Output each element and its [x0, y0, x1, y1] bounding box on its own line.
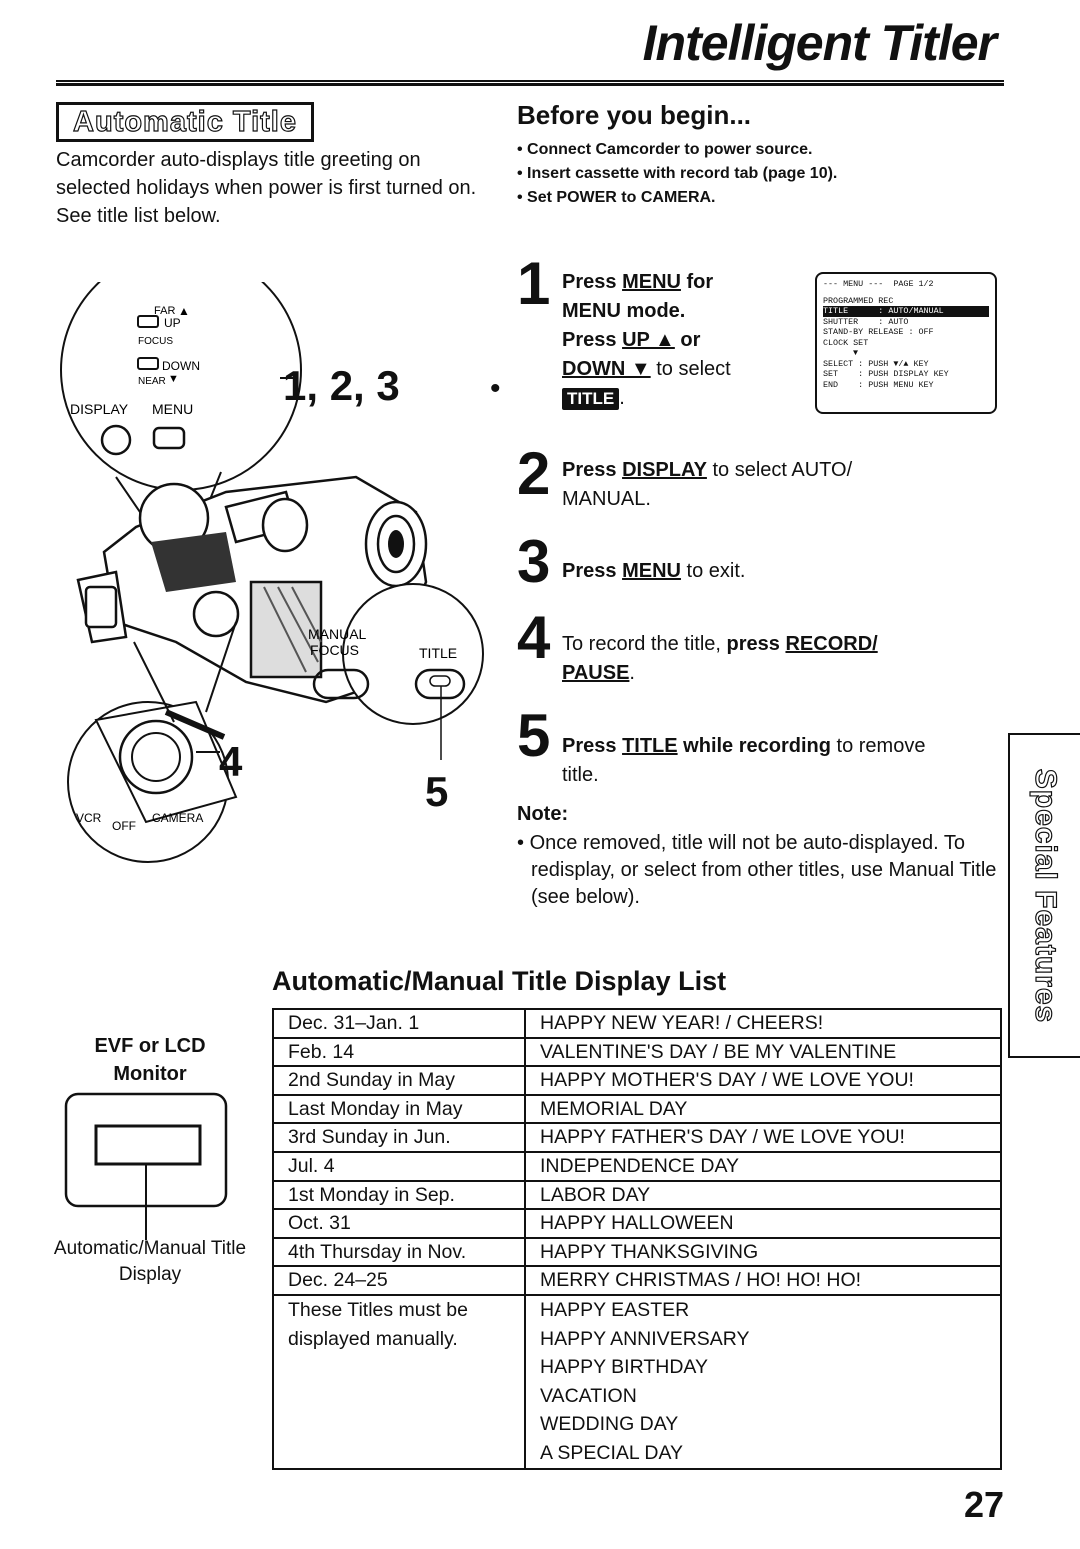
- step-5-number: 5: [517, 702, 551, 769]
- title-button-label: TITLE: [419, 645, 457, 661]
- manual-focus-label: FOCUS: [310, 642, 359, 658]
- list-item: WEDDING DAY: [540, 1413, 679, 1436]
- camera-label: CAMERA: [152, 811, 203, 825]
- date-cell: Dec. 24–25: [272, 1265, 526, 1296]
- list-item: A SPECIAL DAY: [540, 1441, 684, 1464]
- bullet-dot: •: [490, 372, 501, 405]
- title-cell: MEMORIAL DAY: [524, 1093, 1002, 1125]
- display-list-title: Automatic/Manual Title Display List: [272, 966, 727, 996]
- title-cell: INDEPENDENCE DAY: [524, 1150, 1002, 1182]
- up-button: [137, 315, 159, 328]
- table-row: 4th Thursday in Nov.HAPPY THANKSGIVING: [272, 1236, 1002, 1268]
- step-1-number: 1: [517, 250, 551, 317]
- focus-label: FOCUS: [138, 336, 173, 347]
- date-cell: 2nd Sunday in May: [272, 1065, 526, 1096]
- lcd-caption: Automatic/Manual Title Display: [53, 1238, 247, 1285]
- callout-step-5: 5: [425, 768, 449, 815]
- off-label: OFF: [112, 819, 136, 833]
- control-title-circle: [342, 583, 484, 725]
- step-1-text: Press MENU for MENU mode. Press UP ▲ or …: [562, 271, 731, 410]
- camcorder-illustration: FAR ▲ UP FOCUS DOWN NEAR ▼ DISPLAY MENU …: [60, 282, 484, 863]
- manual-note-cell: These Titles must be displayed manually.: [272, 1293, 526, 1470]
- up-label: UP: [164, 316, 181, 330]
- callout-step-4: 4: [219, 738, 243, 785]
- manual-focus-button: [312, 668, 370, 700]
- step-5-text: Press TITLE while recording to remove ti…: [562, 735, 926, 786]
- step-2-number: 2: [517, 440, 551, 507]
- table-row-manual: These Titles must be displayed manually.…: [272, 1293, 1002, 1470]
- lcd-monitor-icon: [64, 1092, 228, 1240]
- manual-label: MANUAL: [308, 626, 367, 642]
- date-cell: Last Monday in May: [272, 1093, 526, 1125]
- title-cell: HAPPY HALLOWEEN: [524, 1208, 1002, 1239]
- list-item: Connect Camcorder to power source.: [517, 138, 837, 162]
- date-cell: Jul. 4: [272, 1150, 526, 1182]
- far-label: FAR: [154, 305, 175, 317]
- title-cell: VALENTINE'S DAY / BE MY VALENTINE: [524, 1036, 1002, 1068]
- step-4-number: 4: [517, 604, 551, 671]
- near-label: NEAR: [138, 376, 166, 387]
- step-3-text: Press MENU to exit.: [562, 560, 746, 582]
- date-cell: 4th Thursday in Nov.: [272, 1236, 526, 1268]
- step-2-text: Press DISPLAY to select AUTO/ MANUAL.: [562, 459, 853, 510]
- menu-label: MENU: [152, 401, 193, 417]
- menu-button: [152, 426, 186, 450]
- table-row: 3rd Sunday in Jun.HAPPY FATHER'S DAY / W…: [272, 1122, 1002, 1153]
- down-button: [137, 357, 159, 370]
- down-label: DOWN: [162, 359, 200, 373]
- date-cell: Feb. 14: [272, 1036, 526, 1068]
- side-tab: Special Features: [1008, 733, 1080, 1058]
- title-menu-chip: TITLE: [562, 388, 620, 410]
- title-cell: HAPPY MOTHER'S DAY / WE LOVE YOU!: [524, 1065, 1002, 1096]
- title-cell: LABOR DAY: [524, 1179, 1002, 1211]
- title-cell: HAPPY THANKSGIVING: [524, 1236, 1002, 1268]
- intro-text: Camcorder auto-displays title greeting o…: [56, 149, 477, 227]
- section-heading: Automatic Title: [56, 102, 314, 142]
- list-item: VACATION: [540, 1384, 637, 1407]
- page-title: Intelligent Titler: [642, 15, 997, 71]
- list-item: Insert cassette with record tab (page 10…: [517, 162, 837, 186]
- note-heading: Note:: [517, 803, 569, 825]
- date-cell: 1st Monday in Sep.: [272, 1179, 526, 1211]
- svg-text:▲: ▲: [178, 304, 190, 318]
- list-item: HAPPY EASTER: [540, 1298, 690, 1321]
- evf-lcd-label: EVF or LCD Monitor: [94, 1035, 206, 1085]
- title-rule: [56, 80, 1004, 86]
- vcr-label: VCR: [76, 811, 102, 825]
- before-you-begin-heading: Before you begin...: [517, 100, 752, 130]
- page-number: 27: [963, 1484, 1004, 1525]
- note-body: • Once removed, title will not be auto-d…: [517, 832, 997, 908]
- svg-text:▼: ▼: [168, 373, 179, 385]
- date-cell: 3rd Sunday in Jun.: [272, 1122, 526, 1153]
- table-row: 1st Monday in Sep.LABOR DAY: [272, 1179, 1002, 1211]
- before-you-begin-list: Connect Camcorder to power source. Inser…: [517, 138, 837, 210]
- display-button: [100, 424, 132, 456]
- title-cell: HAPPY FATHER'S DAY / WE LOVE YOU!: [524, 1122, 1002, 1153]
- title-button: [414, 668, 466, 700]
- step-4-text: To record the title, press RECORD/ PAUSE…: [562, 633, 878, 684]
- list-item: Set POWER to CAMERA.: [517, 186, 837, 210]
- title-cell: MERRY CHRISTMAS / HO! HO! HO!: [524, 1265, 1002, 1296]
- title-cell: HAPPY NEW YEAR! / CHEERS!: [524, 1008, 1002, 1039]
- display-label: DISPLAY: [70, 401, 129, 417]
- manual-titles-cell: HAPPY EASTER HAPPY ANNIVERSARY HAPPY BIRTH…: [524, 1293, 1002, 1470]
- callout-steps-1-2-3: 1, 2, 3: [283, 362, 400, 409]
- date-cell: Oct. 31: [272, 1208, 526, 1239]
- step-3-number: 3: [517, 528, 551, 595]
- menu-screen-display: --- MENU --- PAGE 1/2 PROGRAMMED REC TIT…: [815, 272, 997, 414]
- osd-title-row: TITLE : AUTO/MANUAL: [823, 306, 989, 317]
- date-cell: Dec. 31–Jan. 1: [272, 1008, 526, 1039]
- list-item: HAPPY ANNIVERSARY: [540, 1327, 750, 1350]
- side-tab-label: Special Features: [1028, 768, 1062, 1024]
- list-item: HAPPY BIRTHDAY: [540, 1356, 708, 1379]
